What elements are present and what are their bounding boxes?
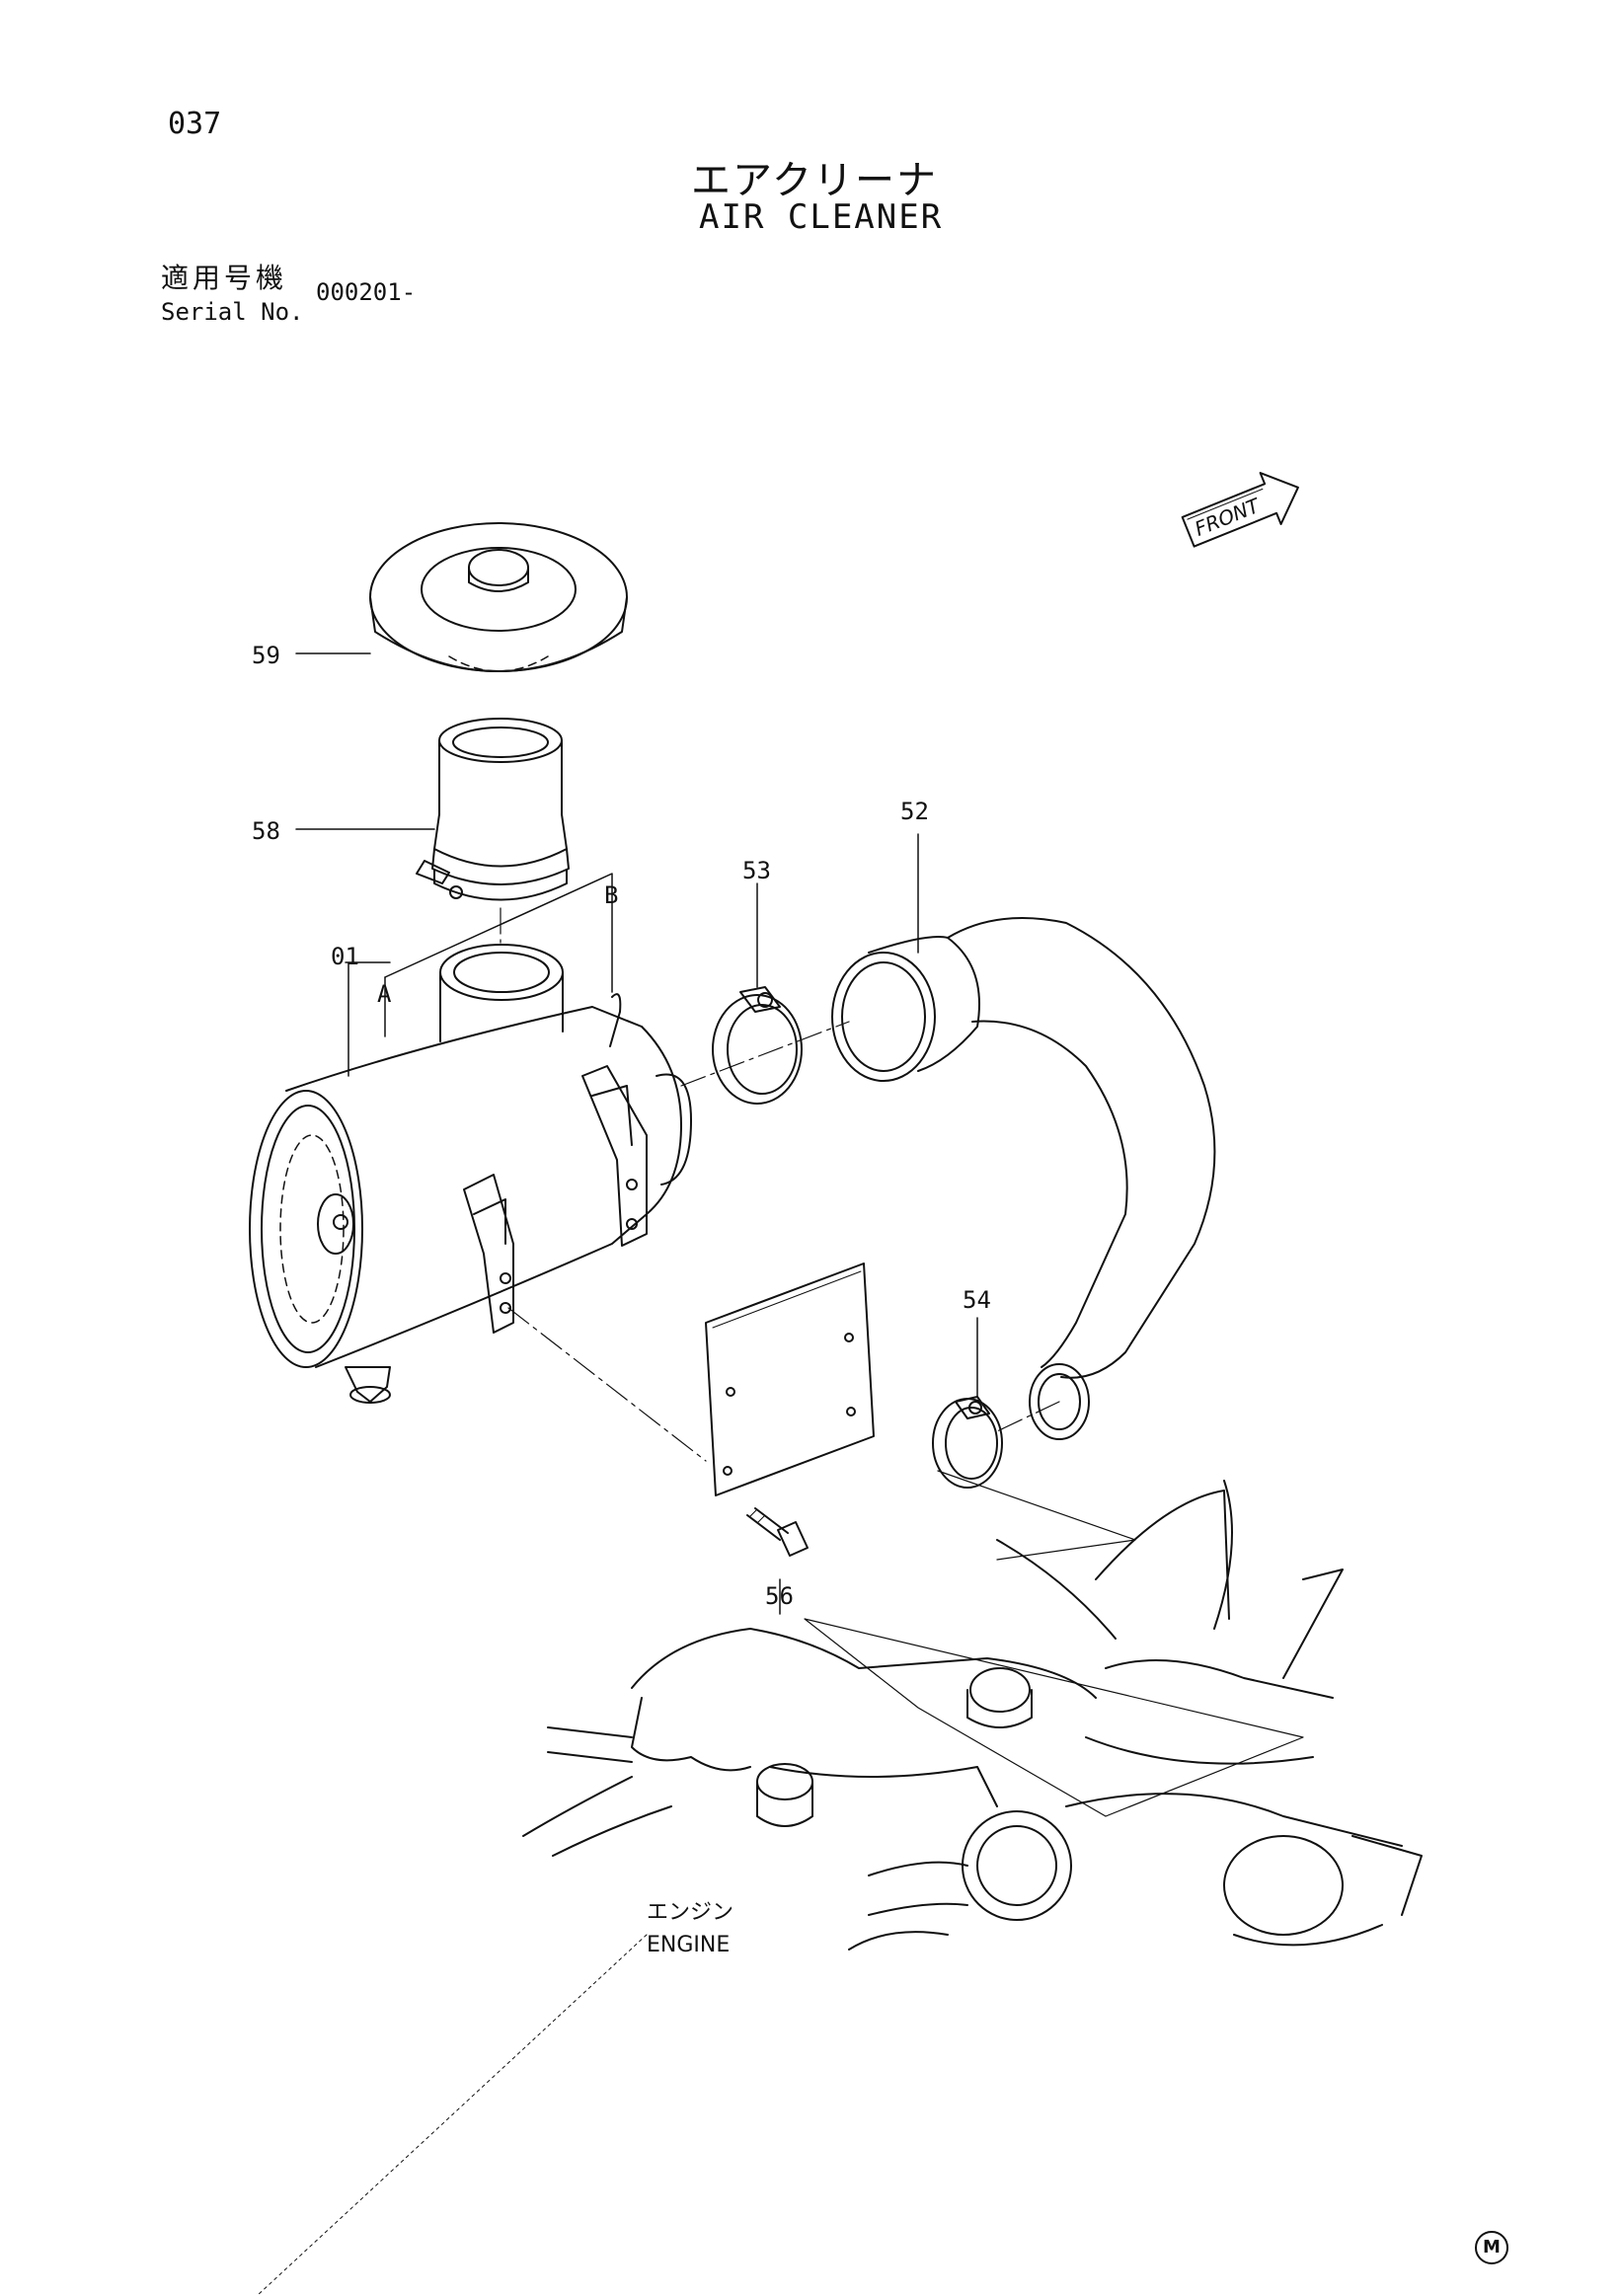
part-53-hose-clamp (712, 986, 803, 1105)
serial-label-english: Serial No. (161, 298, 304, 326)
part-01-air-cleaner-body (249, 944, 692, 1404)
callout-01: 01 (331, 943, 359, 970)
page-number: 037 (168, 107, 222, 141)
callout-B: B (604, 881, 618, 909)
part-54-hose-clamp (932, 1396, 1003, 1489)
engine-outline (522, 1480, 1423, 1951)
title-english: AIR CLEANER (699, 197, 944, 237)
title-japanese: エアクリーナ (691, 158, 938, 203)
bracket-plate (705, 1263, 875, 1496)
callout-A: A (377, 980, 392, 1008)
center-lines (256, 907, 1304, 2296)
callout-58: 58 (252, 817, 280, 845)
callout-52: 52 (900, 798, 929, 825)
part-52-intake-hose (831, 917, 1216, 1440)
engine-label-japanese: エンジン (647, 1900, 733, 1925)
serial-number-value: 000201- (316, 278, 417, 306)
front-arrow-icon: FRONT (1181, 472, 1299, 548)
serial-label-japanese: 適用号機 (161, 262, 288, 294)
part-56-bolt (746, 1507, 809, 1557)
callout-53: 53 (742, 857, 771, 884)
brand-mark-icon: M (1475, 2231, 1508, 2264)
callout-56: 56 (765, 1582, 794, 1610)
engine-label-english: ENGINE (647, 1933, 730, 1957)
callout-54: 54 (963, 1286, 991, 1314)
leader-lines (295, 652, 978, 1615)
part-59-cap (369, 522, 628, 672)
callout-59: 59 (252, 642, 280, 669)
part-58-inlet-tube (416, 718, 570, 901)
